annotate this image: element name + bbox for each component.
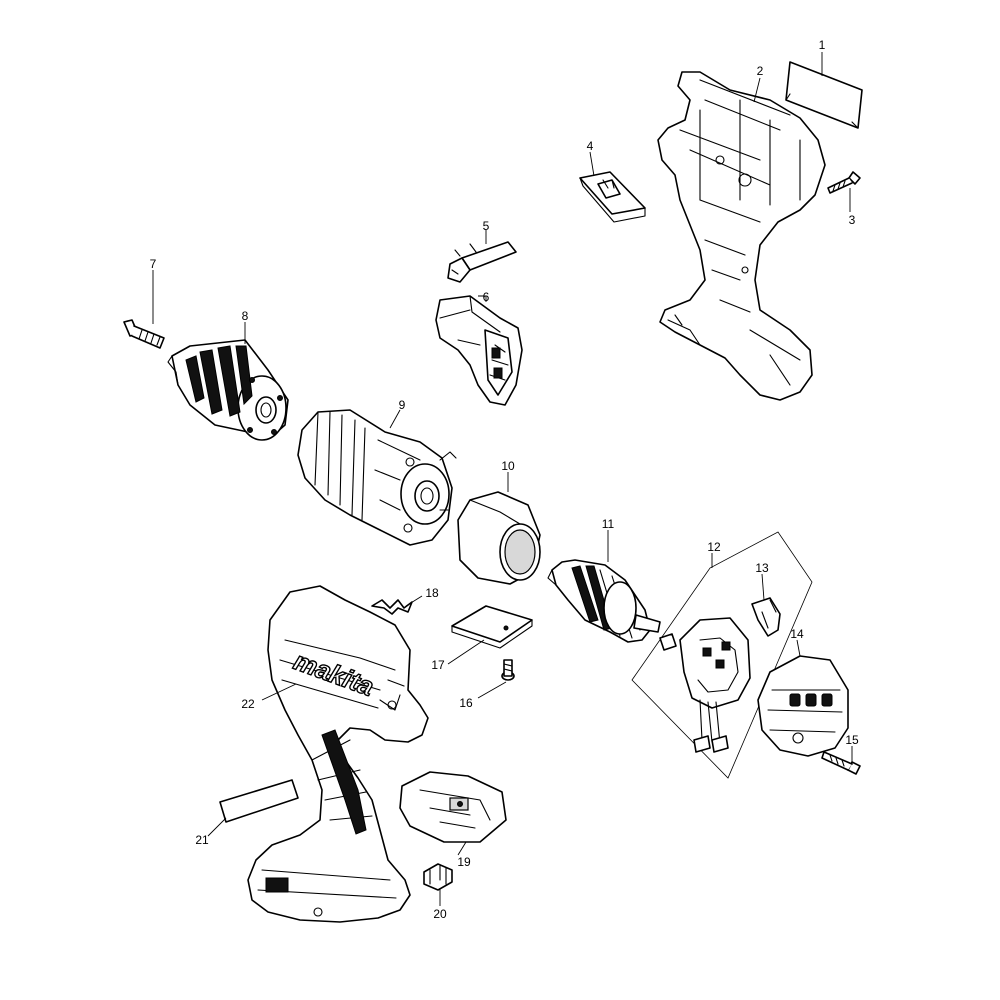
- callout-15: 15: [845, 733, 859, 747]
- part-20-clip: [423, 863, 453, 891]
- part-12-controller-group: [631, 531, 813, 779]
- leader-lines: [152, 52, 853, 906]
- callout-13: 13: [755, 561, 769, 575]
- callout-19: 19: [457, 855, 471, 869]
- part-5-lever: [447, 241, 517, 283]
- part-14-rear-cover: [757, 655, 849, 757]
- part-18-spring: [371, 599, 413, 615]
- part-22-housing-left: makita: [247, 585, 429, 923]
- callout-6: 6: [483, 290, 490, 304]
- part-6-switch-unit: [435, 295, 523, 406]
- callout-10: 10: [501, 459, 515, 473]
- callout-17: 17: [431, 658, 445, 672]
- callout-16: 16: [459, 696, 473, 710]
- part-4-switch-lever: [579, 171, 646, 223]
- part-17-plate: [451, 605, 533, 649]
- callout-14: 14: [790, 627, 804, 641]
- callout-21: 21: [195, 833, 209, 847]
- part-21-label: [219, 779, 299, 823]
- part-16-screw: [501, 659, 515, 681]
- part-1-label: [785, 61, 863, 129]
- callout-4: 4: [587, 139, 594, 153]
- part-10-field-magnet: [457, 491, 541, 585]
- part-8-keyless-chuck: [167, 339, 289, 441]
- callout-20: 20: [433, 907, 447, 921]
- callout-8: 8: [242, 309, 249, 323]
- part-9-gear-assembly: [297, 409, 457, 546]
- part-19-terminal-holder: [399, 771, 507, 843]
- part-13-clip: [751, 597, 781, 637]
- callout-11: 11: [602, 517, 615, 531]
- callout-12: 12: [707, 540, 721, 554]
- callout-3: 3: [849, 213, 856, 227]
- part-11-rotor: [547, 559, 661, 643]
- callout-18: 18: [425, 586, 439, 600]
- callout-9: 9: [399, 398, 406, 412]
- part-2-housing-right: [657, 71, 826, 401]
- part-15-screw: [821, 751, 861, 775]
- callout-1: 1: [819, 38, 826, 52]
- callout-labels: 1 2 3 4 5 6 7 8 9 10 11 12 13 14 15 16 1…: [150, 38, 859, 921]
- part-3-screw: [827, 171, 861, 194]
- callout-2: 2: [757, 64, 764, 78]
- callout-7: 7: [150, 257, 157, 271]
- callout-22: 22: [241, 697, 255, 711]
- part-7-chuck-screw: [123, 319, 165, 349]
- callout-5: 5: [483, 219, 490, 233]
